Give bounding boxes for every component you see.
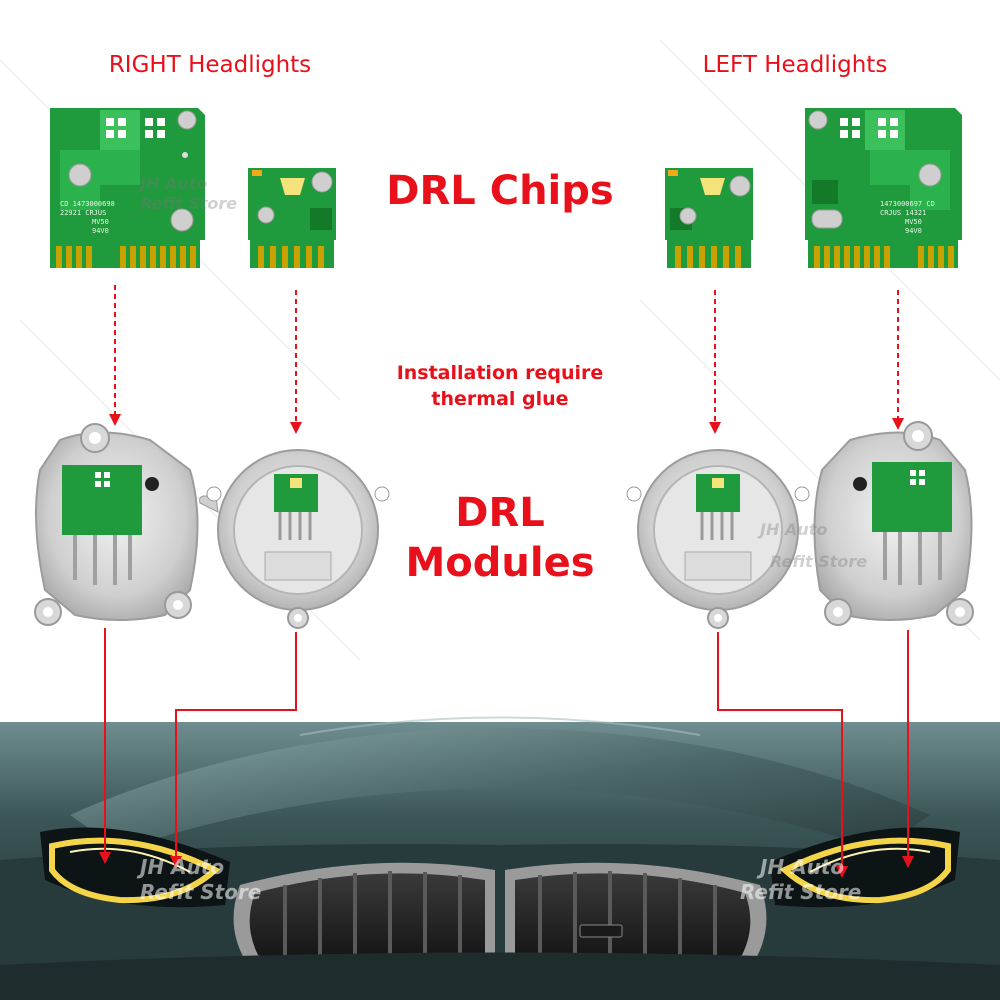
right-large-drl-module xyxy=(34,423,199,626)
pcb-code-line: MV50 xyxy=(92,218,109,226)
watermark-car-right-line2: Refit Store xyxy=(740,880,862,904)
left-small-drl-chip xyxy=(665,168,753,268)
pcb-code-line: CRJUS 14321 xyxy=(880,209,926,217)
pcb-code-line: CD 1473000698 xyxy=(60,200,115,208)
watermark-top-line1: JH Auto xyxy=(140,174,208,193)
left-large-drl-chip: 1473000697 CD CRJUS 14321 MV50 94V0 xyxy=(805,108,962,268)
watermark-car-left-line2: Refit Store xyxy=(140,880,262,904)
watermark-mid-line1: JH Auto xyxy=(760,520,828,539)
left-round-drl-module xyxy=(626,449,810,629)
right-round-drl-module xyxy=(199,449,390,629)
left-large-drl-module xyxy=(813,421,974,626)
dashed-arrows xyxy=(109,285,904,434)
drl-chips-heading: DRL Chips xyxy=(386,168,614,214)
solid-arrows xyxy=(99,628,914,878)
watermark-mid-line2: Refit Store xyxy=(770,552,868,571)
watermark-car-right-line1: JH Auto xyxy=(760,855,845,879)
arrow-right-round-module-to-car xyxy=(170,632,297,868)
installation-note: Installation require thermal glue xyxy=(396,362,604,410)
left-headlights-heading: LEFT Headlights xyxy=(702,52,888,78)
pcb-code-line: 22921 CRJUS xyxy=(60,209,106,217)
watermark-car-left-line1: JH Auto xyxy=(140,855,225,879)
watermark-top-line2: Refit Store xyxy=(140,194,238,213)
pcb-code-line: 94V0 xyxy=(905,227,922,235)
arrow-left-round-module-to-car xyxy=(717,632,848,878)
pcb-code-line: MV50 xyxy=(905,218,922,226)
right-small-drl-chip xyxy=(248,168,336,268)
right-large-drl-chip: CD 1473000698 22921 CRJUS MV50 94V0 xyxy=(50,108,205,268)
m8-badge xyxy=(579,924,623,938)
drl-modules-heading: DRL Modules xyxy=(405,490,595,586)
right-headlights-heading: RIGHT Headlights xyxy=(108,52,312,78)
pcb-code-line: 94V0 xyxy=(92,227,109,235)
pcb-code-line: 1473000697 CD xyxy=(880,200,935,208)
car-photo xyxy=(0,716,1000,1000)
